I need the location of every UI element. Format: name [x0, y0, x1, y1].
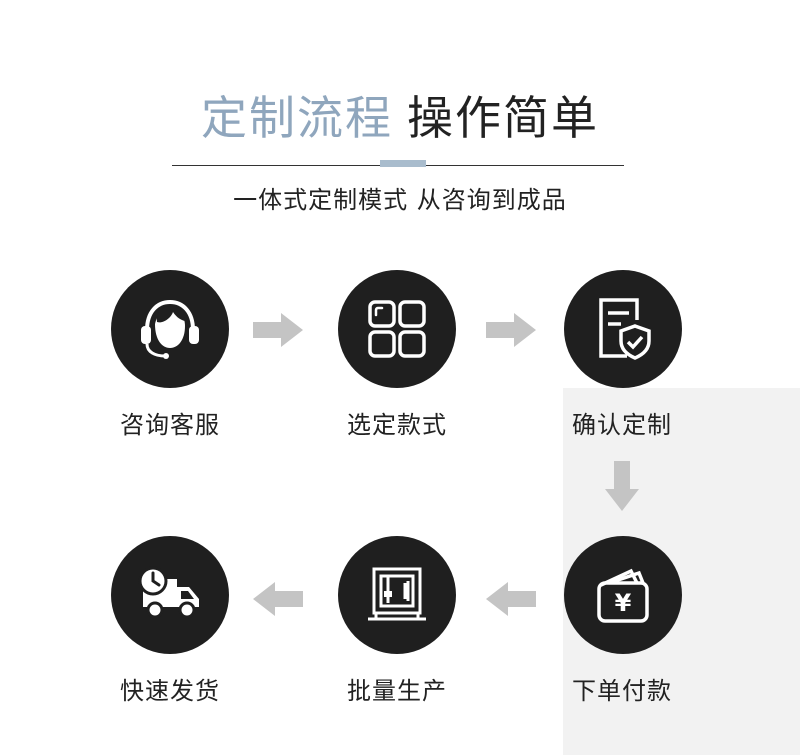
- grid-style-icon: [368, 300, 426, 358]
- production-machine-icon: [368, 567, 426, 621]
- document-shield-icon: [599, 298, 651, 360]
- step-label-order-payment: 下单付款: [572, 677, 672, 705]
- arrow-down-icon: [605, 461, 639, 511]
- title-divider-accent: [380, 160, 426, 167]
- page-title: 定制流程操作简单: [0, 88, 800, 148]
- delivery-truck-clock-icon: [138, 566, 199, 619]
- arrow-right-icon: [486, 313, 536, 347]
- arrow-right-icon: [253, 313, 303, 347]
- arrow-left-icon: [486, 582, 536, 616]
- step-order-payment[interactable]: ¥: [564, 536, 682, 654]
- page-subtitle: 一体式定制模式 从咨询到成品: [233, 186, 567, 214]
- step-label-mass-production: 批量生产: [347, 677, 447, 705]
- step-confirm-custom[interactable]: [564, 270, 682, 388]
- arrow-left-icon: [253, 582, 303, 616]
- yen-symbol: ¥: [615, 589, 632, 617]
- step-mass-production[interactable]: [338, 536, 456, 654]
- step-label-fast-delivery: 快速发货: [120, 677, 220, 705]
- step-select-style[interactable]: [338, 270, 456, 388]
- step-fast-delivery[interactable]: [111, 536, 229, 654]
- step-label-select-style: 选定款式: [347, 411, 447, 439]
- title-accent: 定制流程: [201, 91, 393, 145]
- title-main: 操作简单: [407, 91, 599, 145]
- step-label-confirm-custom: 确认定制: [572, 411, 672, 439]
- customer-service-headset-icon: [141, 299, 199, 359]
- step-consult[interactable]: [111, 270, 229, 388]
- wallet-yen-icon: ¥: [597, 568, 649, 623]
- step-label-consult: 咨询客服: [120, 411, 220, 439]
